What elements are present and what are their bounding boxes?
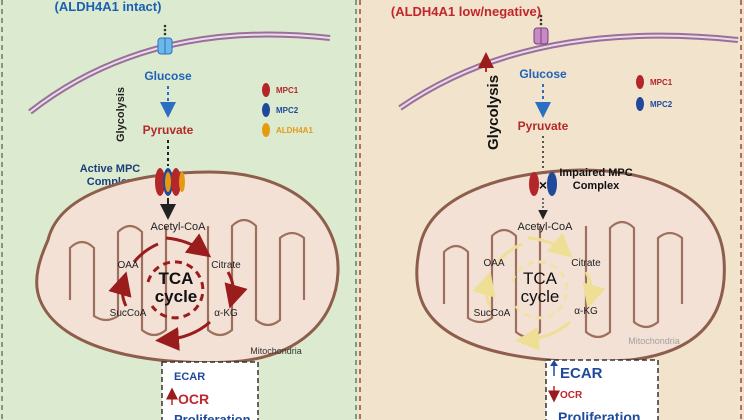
right-tca-inner-loop (510, 260, 569, 320)
left-tca-label-line1: TCA (159, 269, 194, 288)
legend-mpc2-icon-right (636, 97, 644, 111)
left-tca-inner-loop (146, 260, 205, 320)
right-mpc-label-line2: Complex (573, 180, 620, 192)
left-ecar-label: ECAR (174, 371, 205, 383)
right-panel: (ALDH4A1 low/negative) Glucose Glycolysi… (358, 0, 744, 420)
right-tca-arrow-acetyl (527, 233, 573, 258)
right-ocr-label: OCR (560, 390, 583, 401)
left-mpc-label-line1: Active MPC (80, 163, 141, 175)
legend-mpc2-icon (262, 103, 270, 117)
legend-mpc1-icon (262, 83, 270, 97)
left-tca-label-line2: cycle (155, 287, 198, 306)
legend-mpc2-label: MPC2 (276, 106, 299, 115)
svg-text:×: × (539, 177, 547, 193)
left-ocr-label: OCR (178, 391, 209, 407)
right-ecar-label: ECAR (560, 365, 603, 382)
legend-mpc1-icon-right (636, 75, 644, 89)
left-tca-arrow-oaa (132, 242, 159, 263)
right-succoa-label: SucCoA (474, 308, 511, 319)
right-glucose-label: Glucose (519, 67, 567, 81)
left-pyruvate-label: Pyruvate (143, 123, 194, 137)
left-legend: MPC1 MPC2 ALDH4A1 (262, 83, 313, 137)
right-glycolysis-label: Glycolysis (485, 75, 502, 150)
right-cell-membrane-inner (399, 34, 739, 109)
right-pyruvate-label: Pyruvate (518, 119, 569, 133)
left-tca-arrow-succoa (108, 271, 132, 307)
left-succoa-label: SucCoA (110, 308, 147, 319)
left-proliferation-label: Proliferation (174, 412, 251, 420)
right-legend: MPC1 MPC2 (636, 75, 673, 111)
legend-aldh4a1-label: ALDH4A1 (276, 126, 313, 135)
left-header: (ALDH4A1 intact) (55, 0, 162, 14)
left-glucose-label: Glucose (144, 69, 192, 83)
left-outcome-box: ECAR OCR Proliferation (161, 361, 259, 420)
right-impaired-mpc-icon: × (529, 172, 557, 196)
left-akg-label: α-KG (214, 308, 238, 319)
left-tca-arrow-akg (155, 320, 211, 351)
right-proliferation-label: Proliferation (558, 409, 640, 420)
left-mpc-complex-icon (155, 168, 185, 196)
left-oaa-label: OAA (117, 260, 138, 271)
right-tca-arrow-citrate (582, 271, 606, 309)
legend-mpc1-label-right: MPC1 (650, 78, 673, 87)
right-tca-label-line2: cycle (521, 287, 560, 306)
left-panel: (ALDH4A1 intact) Glucose Glycolysis Pyru… (0, 0, 358, 420)
left-tca-arrow-citrate (224, 271, 248, 309)
right-mitochondria-label: Mitochondria (628, 336, 680, 346)
right-mpc-label-line1: Impaired MPC (559, 167, 632, 179)
legend-mpc1-label: MPC1 (276, 86, 299, 95)
left-glycolysis-label: Glycolysis (115, 87, 127, 142)
right-tca-label-line1: TCA (523, 269, 558, 288)
right-tca-arrow-succoa (472, 271, 496, 307)
right-acetyl-coa-label: Acetyl-CoA (517, 221, 573, 233)
left-tca-arrow-acetyl (165, 233, 212, 258)
right-tca-arrow-oaa (496, 242, 523, 263)
right-tca-arrow-akg (515, 320, 571, 351)
right-outcome-box: ECAR OCR Proliferation (545, 359, 659, 420)
legend-mpc2-label-right: MPC2 (650, 100, 673, 109)
right-glucose-transporter-icon (533, 14, 549, 45)
legend-aldh4a1-icon (262, 123, 270, 137)
right-header: (ALDH4A1 low/negative) (391, 4, 541, 19)
left-mitochondria-label: Mitochondria (250, 346, 302, 356)
left-tca-cycle: TCA cycle OAA Citrate α-KG SucCoA (108, 233, 248, 351)
right-citrate-label: Citrate (571, 258, 601, 269)
left-citrate-label: Citrate (211, 260, 241, 271)
left-glucose-transporter-icon (157, 24, 173, 55)
right-akg-label: α-KG (574, 306, 598, 317)
right-tca-cycle: TCA cycle OAA Citrate α-KG SucCoA (472, 233, 606, 351)
left-acetyl-coa-label: Acetyl-CoA (150, 221, 206, 233)
right-oaa-label: OAA (483, 258, 504, 269)
